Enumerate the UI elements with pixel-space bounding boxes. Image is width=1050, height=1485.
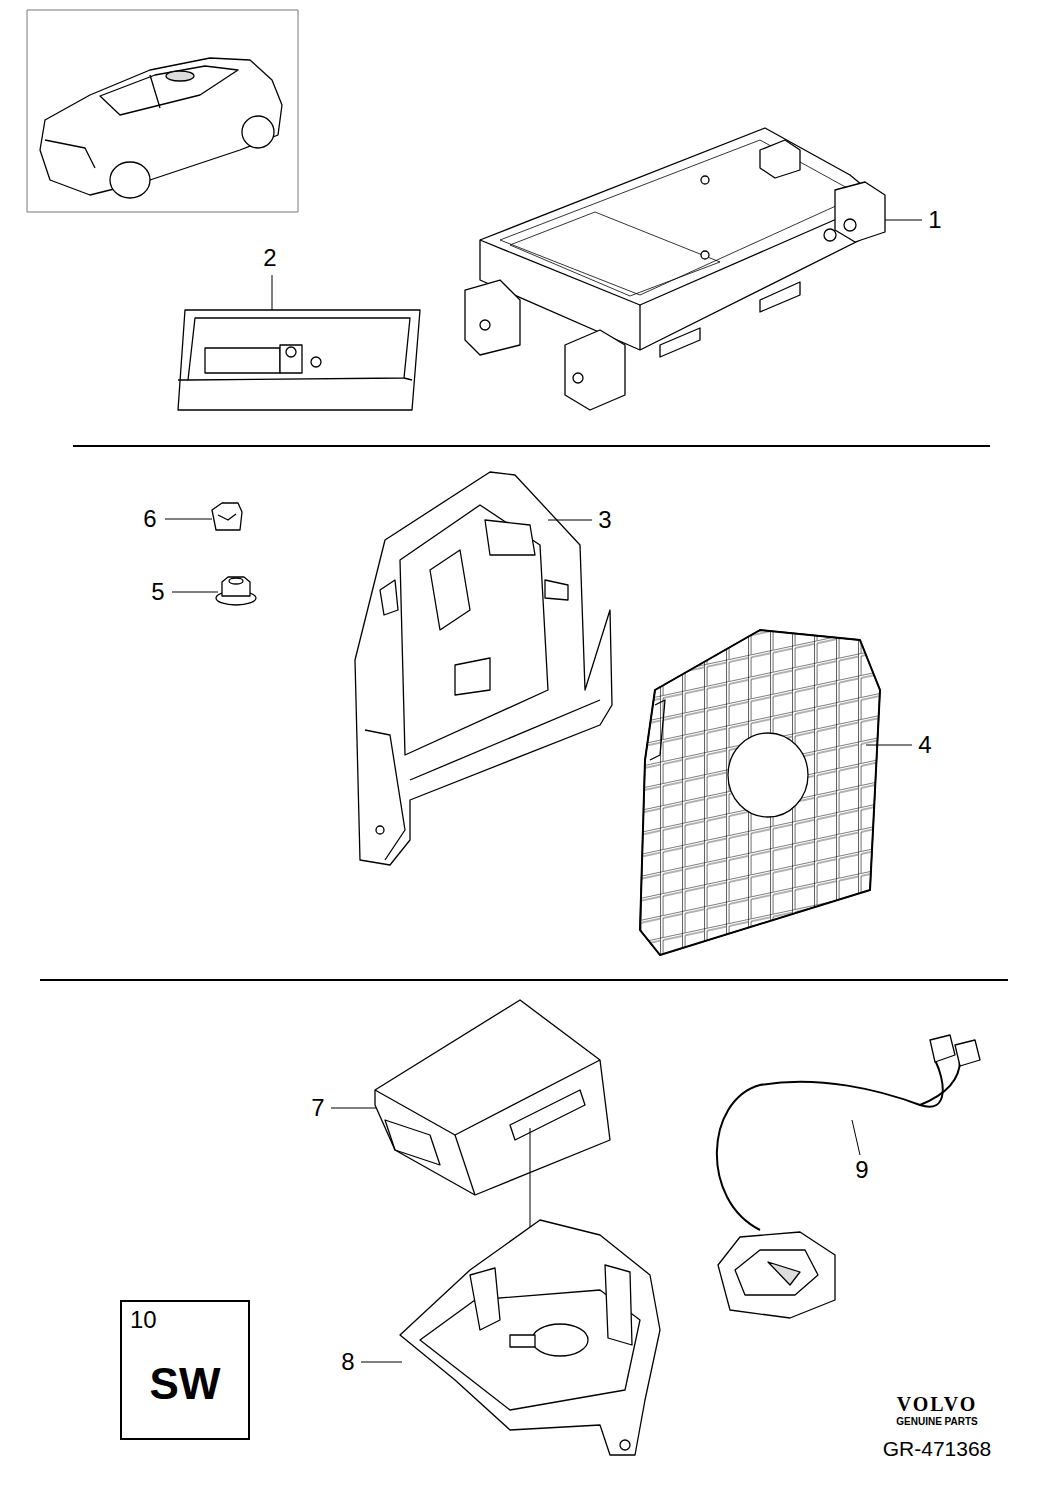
diagram-number: GR-471368	[883, 1438, 992, 1459]
callout-number: 10	[130, 1308, 157, 1332]
brand-tagline: GENUINE PARTS	[896, 1417, 978, 1427]
control-module	[465, 128, 885, 410]
nut	[216, 577, 256, 605]
callout-number: 2	[263, 246, 276, 270]
clip	[212, 503, 242, 530]
callout-number: 5	[151, 580, 164, 604]
callout-number: 3	[598, 508, 611, 532]
callout-number: 8	[341, 1350, 354, 1374]
callout-number: 4	[918, 733, 931, 757]
kit-box	[178, 310, 420, 410]
bracket	[355, 472, 612, 865]
brand-logo: VOLVO	[897, 1394, 978, 1414]
cover	[375, 1000, 610, 1195]
grid-panel	[640, 630, 880, 955]
leader-lines	[165, 220, 922, 1362]
software-code: SW	[150, 1362, 221, 1406]
callout-number: 1	[928, 208, 941, 232]
callout-number: 6	[143, 507, 156, 531]
callout-number: 9	[855, 1158, 868, 1182]
software-box: 10SW	[120, 1300, 250, 1440]
callout-number: 7	[311, 1096, 324, 1120]
cable-harness	[717, 1035, 980, 1318]
holder-tray	[400, 1220, 660, 1455]
car-thumbnail	[40, 58, 282, 198]
